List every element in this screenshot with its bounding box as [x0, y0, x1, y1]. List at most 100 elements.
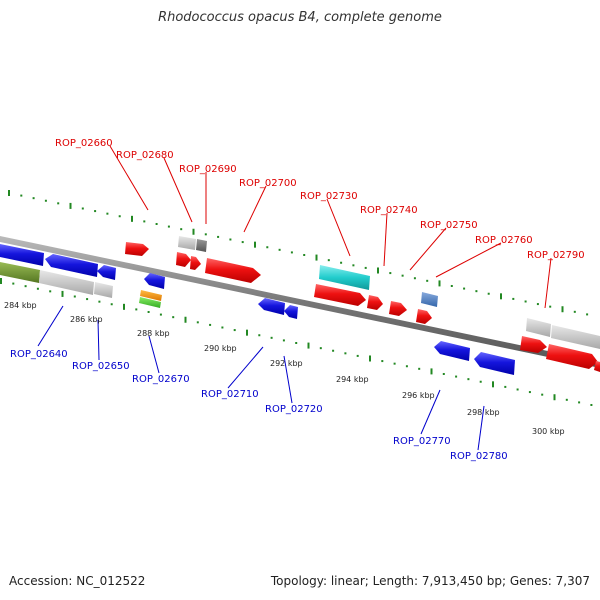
gene-arrow[interactable] — [416, 309, 432, 324]
gene-label-forward: ROP_02700 — [239, 178, 297, 189]
scale-tick — [455, 375, 458, 378]
gene-arrow[interactable] — [551, 325, 600, 349]
scale-tick — [135, 308, 138, 311]
scale-tick — [36, 287, 39, 290]
gene-arrow[interactable] — [0, 262, 40, 283]
scale-tick — [44, 199, 47, 202]
scale-tick — [541, 393, 544, 396]
gene-arrow[interactable] — [190, 256, 201, 270]
gene-arrow[interactable] — [139, 297, 161, 308]
scale-label: 284 kbp — [4, 301, 37, 310]
scale-tick — [123, 303, 125, 310]
scale-tick — [492, 381, 494, 388]
gene-arrow[interactable] — [39, 270, 94, 295]
scale-tick — [147, 310, 150, 313]
scale-tick — [110, 303, 113, 306]
scale-tick — [500, 293, 502, 300]
scale-tick — [467, 378, 470, 381]
gene-arrow[interactable] — [594, 361, 600, 372]
scale-tick — [167, 225, 170, 228]
gene-arrow[interactable] — [176, 252, 191, 267]
gene-arrow[interactable] — [389, 301, 407, 316]
scale-tick — [528, 391, 531, 394]
scale-label: 294 kbp — [336, 375, 369, 384]
scale-tick — [24, 285, 27, 288]
gene-arrow[interactable] — [94, 282, 113, 298]
scale-tick — [12, 282, 15, 285]
gene-arrow[interactable] — [319, 265, 370, 290]
scale-tick — [327, 259, 330, 262]
scale-tick — [254, 241, 256, 248]
scale-tick — [426, 279, 429, 282]
scale-tick — [332, 349, 335, 352]
gene-label-forward: ROP_02730 — [300, 191, 358, 202]
scale-tick — [241, 241, 244, 244]
scale-tick — [192, 228, 195, 235]
gene-label-forward: ROP_02680 — [116, 150, 174, 161]
gene-arrow[interactable] — [144, 273, 165, 289]
gene-arrow[interactable] — [367, 295, 383, 310]
scale-tick — [352, 264, 355, 267]
forward-strand-genes — [125, 236, 600, 372]
gene-label-forward: ROP_02760 — [475, 235, 533, 246]
gene-label-forward: ROP_02740 — [360, 205, 418, 216]
gene-label-reverse: ROP_02710 — [201, 389, 259, 400]
gene-arrow[interactable] — [178, 236, 196, 250]
scale-tick — [204, 233, 207, 236]
reverse-strand-genes — [0, 244, 515, 375]
scale-tick — [590, 403, 593, 406]
scale-tick — [405, 365, 408, 368]
scale-tick — [61, 290, 64, 297]
scale-tick — [307, 342, 310, 349]
gene-arrow[interactable] — [0, 244, 44, 266]
scale-tick — [295, 341, 298, 344]
scale-tick — [0, 278, 2, 284]
gene-label-reverse: ROP_02770 — [393, 436, 451, 447]
gene-arrow[interactable] — [520, 336, 547, 353]
scale-tick — [504, 385, 507, 388]
scale-tick — [143, 220, 146, 223]
scale-tick — [536, 303, 539, 306]
gene-arrow[interactable] — [474, 352, 515, 375]
scale-tick — [364, 266, 367, 269]
scale-tick — [196, 321, 199, 324]
scale-tick — [442, 372, 445, 375]
gene-arrow[interactable] — [526, 318, 551, 337]
scale-tick — [217, 235, 220, 238]
scale-tick — [413, 277, 416, 280]
gene-arrow[interactable] — [140, 290, 162, 301]
scale-tick — [49, 290, 52, 293]
gene-arrow[interactable] — [125, 242, 149, 256]
gene-arrow[interactable] — [421, 292, 438, 307]
scale-tick — [369, 355, 371, 362]
gene-label-forward: ROP_02660 — [55, 138, 113, 149]
scale-tick — [86, 298, 89, 301]
accession-text: Accession: NC_012522 — [9, 574, 146, 588]
gene-arrow[interactable] — [97, 265, 116, 280]
gene-arrow[interactable] — [546, 344, 598, 369]
scale-tick — [258, 334, 261, 337]
gene-label-reverse: ROP_02640 — [10, 349, 68, 360]
gene-arrow[interactable] — [434, 341, 470, 361]
scale-tick — [229, 238, 232, 241]
gene-arrow[interactable] — [205, 258, 261, 283]
gene-label-reverse: ROP_02780 — [450, 451, 508, 462]
scale-tick — [377, 267, 379, 274]
scale-tick — [266, 246, 269, 249]
scale-tick — [106, 212, 109, 215]
scale-tick — [516, 388, 519, 391]
scale-tick — [32, 197, 35, 200]
gene-arrow[interactable] — [258, 298, 285, 315]
scale-tick — [20, 194, 23, 197]
gene-arrow[interactable] — [314, 284, 366, 306]
scale-ticks — [0, 190, 593, 406]
reverse-leader-lines — [37, 305, 485, 451]
map-labels: ROP_02660ROP_02680ROP_02690ROP_02700ROP_… — [4, 138, 585, 462]
gene-arrow[interactable] — [284, 305, 298, 319]
gene-arrow[interactable] — [45, 254, 98, 277]
gene-arrow[interactable] — [196, 239, 207, 252]
scale-tick — [155, 222, 158, 225]
scale-tick — [430, 368, 433, 375]
topology-text: Topology: linear; Length: 7,913,450 bp; … — [270, 574, 590, 588]
scale-tick — [172, 316, 175, 319]
